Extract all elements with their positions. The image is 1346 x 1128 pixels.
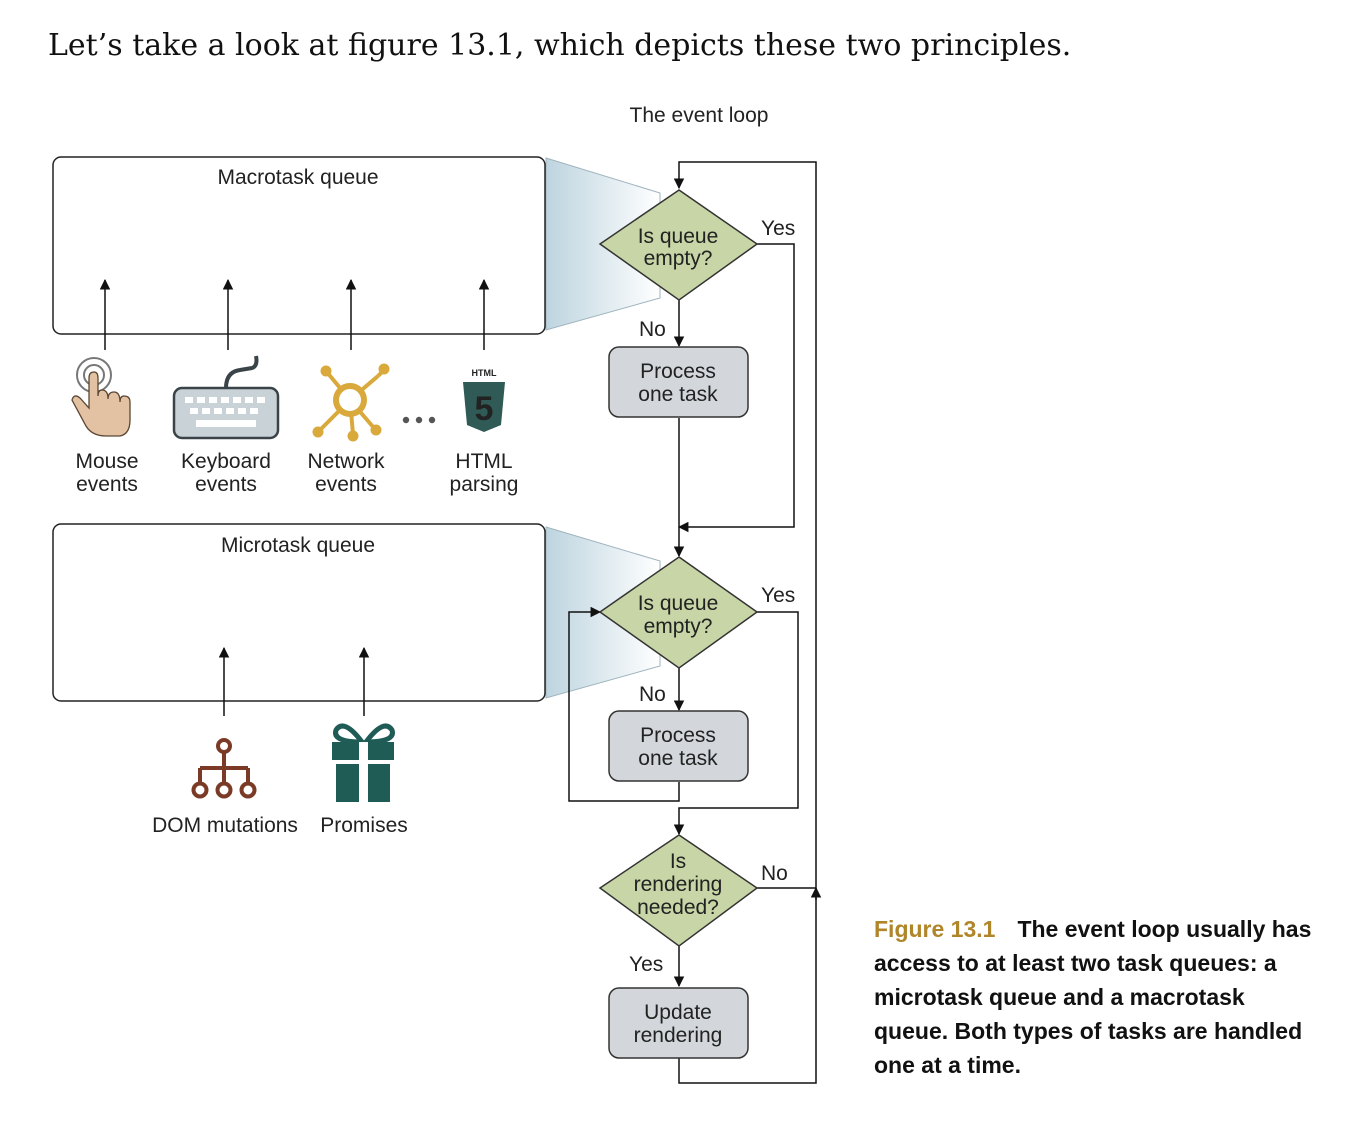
process-microtask-box bbox=[608, 710, 749, 782]
intro-paragraph: Let’s take a look at figure 13.1, which … bbox=[48, 28, 1072, 63]
label-yes-1: Yes bbox=[761, 217, 795, 240]
decision-microtask-empty bbox=[598, 556, 759, 669]
label-no-1: No bbox=[639, 318, 666, 341]
microtask-queue-label: Microtask queue bbox=[221, 534, 375, 557]
source-label-promises: Promises bbox=[320, 814, 408, 837]
decision1-line2: empty? bbox=[644, 247, 713, 270]
decision-macrotask-empty bbox=[598, 189, 759, 301]
html5-logo-icon: HTML 5 bbox=[463, 368, 505, 432]
process1-line2: one task bbox=[638, 383, 718, 406]
decision-rendering-needed bbox=[598, 834, 759, 947]
source-label-dom: DOM mutations bbox=[152, 814, 298, 837]
label-yes-3: Yes bbox=[629, 953, 663, 976]
process1-line1: Process bbox=[640, 360, 716, 383]
decision2-line2: empty? bbox=[644, 615, 713, 638]
source-label-html-l2: parsing bbox=[450, 473, 519, 496]
process-macrotask-box bbox=[608, 346, 749, 418]
source-label-network-l2: events bbox=[315, 473, 377, 496]
yes1-connector bbox=[677, 243, 795, 533]
yes2-connector bbox=[673, 611, 799, 836]
html5-number: 5 bbox=[475, 390, 494, 428]
process2-line2: one task bbox=[638, 747, 718, 770]
caption-text: The event loop usually has access to at … bbox=[874, 916, 1312, 1078]
microtask-loop-back bbox=[568, 606, 680, 802]
dom-tree-icon bbox=[191, 738, 257, 799]
source-label-network-l1: Network bbox=[307, 450, 385, 473]
decision3-line1: Is bbox=[670, 850, 686, 873]
process2-line1: Process bbox=[640, 724, 716, 747]
decision3-line2: rendering bbox=[634, 873, 723, 896]
gift-box-icon bbox=[332, 723, 395, 802]
html5-badge-text: HTML bbox=[472, 368, 497, 378]
keyboard-icon bbox=[172, 355, 280, 440]
diagram-title: The event loop bbox=[630, 104, 769, 127]
figure-label: Figure 13.1 bbox=[874, 916, 996, 942]
source-label-mouse-l2: events bbox=[76, 473, 138, 496]
source-label-keyboard-l1: Keyboard bbox=[181, 450, 271, 473]
source-label-html-l1: HTML bbox=[455, 450, 512, 473]
source-label-keyboard-l2: events bbox=[195, 473, 257, 496]
update-rendering-box bbox=[608, 987, 749, 1059]
decision2-line1: Is queue bbox=[638, 592, 719, 615]
loop-back-line bbox=[673, 161, 817, 1084]
source-label-mouse-l1: Mouse bbox=[75, 450, 138, 473]
decision1-line1: Is queue bbox=[638, 225, 719, 248]
decision3-line3: needed? bbox=[637, 896, 719, 919]
process3-line1: Update bbox=[644, 1001, 712, 1024]
macrotask-queue-box bbox=[52, 156, 546, 335]
label-yes-2: Yes bbox=[761, 584, 795, 607]
pointing-hand-icon bbox=[71, 357, 131, 437]
label-no-2: No bbox=[639, 683, 666, 706]
label-no-3: No bbox=[761, 862, 788, 885]
network-hub-icon bbox=[312, 363, 390, 442]
process3-line2: rendering bbox=[634, 1024, 723, 1047]
microtask-queue-box bbox=[52, 523, 546, 702]
macrotask-queue-label: Macrotask queue bbox=[217, 166, 378, 189]
more-sources-ellipsis bbox=[402, 416, 436, 424]
